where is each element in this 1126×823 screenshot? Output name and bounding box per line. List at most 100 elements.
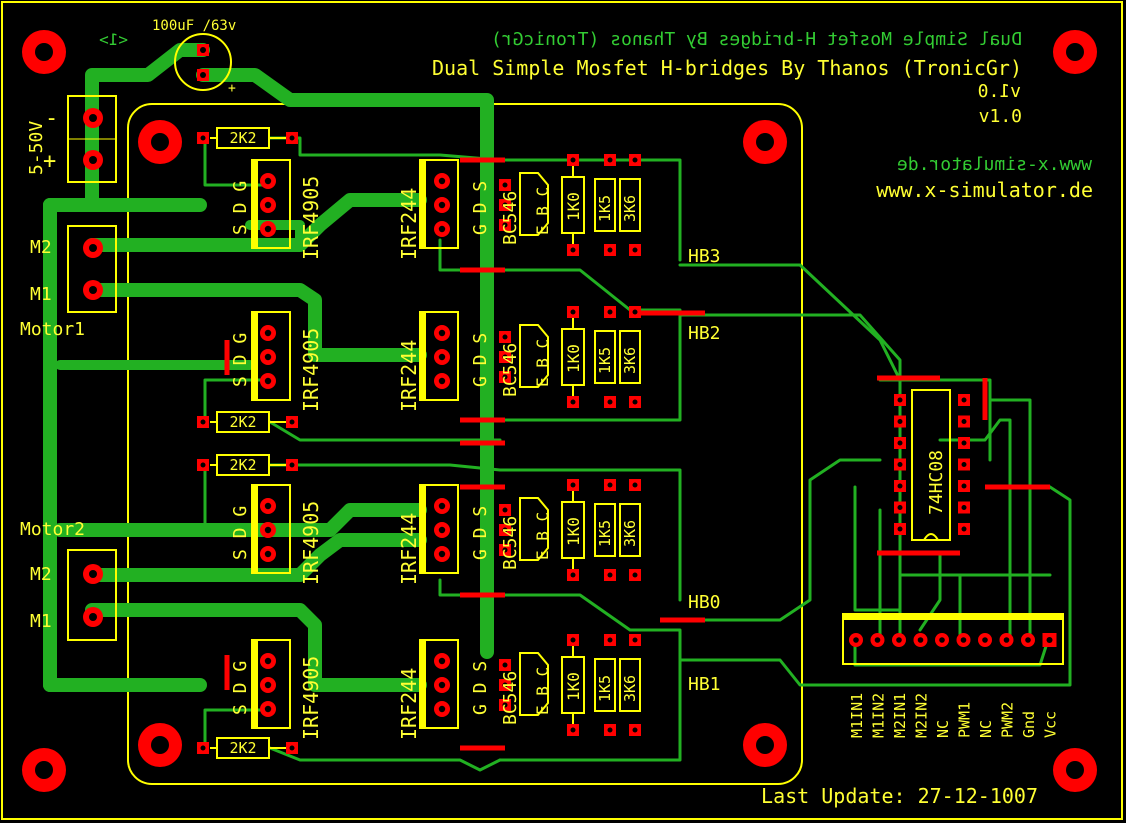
nmos-part-label: IRF244 — [397, 513, 421, 585]
pmos-part-label: IRF4905 — [299, 328, 323, 412]
bc546-label: BC546 — [500, 516, 521, 570]
resistor-3k6: 3K6 — [619, 154, 641, 256]
bc546-1: BC546 E B C — [499, 324, 552, 397]
header-pin-label: M1IN1 — [848, 693, 866, 738]
resistor-1k5-label: 1K5 — [596, 520, 614, 547]
bc546-pins-label: E B C — [533, 512, 552, 560]
bc546-3: BC546 E B C — [499, 652, 552, 725]
resistor-1k0: 1K0 — [561, 154, 585, 256]
capacitor-label: 100uF /63v — [152, 18, 236, 34]
header-pin-label: NC — [934, 720, 952, 738]
io-header — [842, 613, 1064, 665]
resistor-1k0-label: 1K0 — [564, 192, 583, 221]
mirrored-website: www.x-simulator.de — [897, 154, 1092, 175]
motor1-label: Motor1 — [20, 319, 85, 340]
pmos-part-label: IRF4905 — [299, 176, 323, 260]
pmos-pins-label: S D G — [230, 333, 251, 387]
bc546-pins-label: E B C — [533, 667, 552, 715]
header-pin-label: PWM1 — [956, 702, 974, 738]
nmos-pins-label: G D S — [470, 661, 491, 715]
resistor-2k2-0: 2K2 — [197, 127, 298, 149]
motor2-connector — [67, 549, 117, 641]
ic-label: 74HC08 — [926, 450, 947, 515]
nmos-pins-label: G D S — [470, 181, 491, 235]
resistor-2k2-label: 2K2 — [229, 739, 256, 757]
bc546-label: BC546 — [500, 671, 521, 725]
resistor-1k5-label: 1K5 — [596, 195, 614, 222]
power-input-label: 5-50V — [26, 121, 47, 175]
resistor-1k0: 1K0 — [561, 634, 585, 736]
resistor-1k0: 1K0 — [561, 479, 585, 581]
pmos-pins-label: S D G — [230, 661, 251, 715]
board-version: v1.0 — [979, 106, 1022, 127]
bc546-label: BC546 — [500, 343, 521, 397]
nmos-part-label: IRF244 — [397, 340, 421, 412]
last-update: Last Update: 27-12-1007 — [761, 784, 1038, 808]
mirrored-version: v1.0 — [978, 81, 1021, 102]
resistor-1k0-label: 1K0 — [564, 344, 583, 373]
pmos-2: S D G IRF4905 — [230, 484, 323, 585]
pmos-pins-label: S D G — [230, 506, 251, 560]
pmos-part-label: IRF4905 — [299, 501, 323, 585]
bc546-label: BC546 — [500, 191, 521, 245]
resistor-3k6-label: 3K6 — [621, 347, 639, 374]
resistor-2k2-3: 2K2 — [197, 737, 298, 759]
resistor-1k0-label: 1K0 — [564, 517, 583, 546]
nmos-pins-label: G D S — [470, 333, 491, 387]
resistor-3k6: 3K6 — [619, 306, 641, 408]
header-pin-label: Gnd — [1020, 711, 1038, 738]
motor1-m1-label: M1 — [30, 284, 52, 305]
pmos-pins-label: S D G — [230, 181, 251, 235]
hb2-label: HB2 — [688, 323, 721, 344]
motor1-m2-label: M2 — [30, 237, 52, 258]
nmos-part-label: IRF244 — [397, 668, 421, 740]
jumper-links — [224, 157, 1050, 751]
motor1-connector — [67, 225, 117, 313]
resistors: 2K2 2K2 2K2 2K2 — [197, 127, 298, 759]
resistor-1k5: 1K5 — [594, 479, 616, 581]
motor2-m2-label: M2 — [30, 564, 52, 585]
nmos-3: IRF244 G D S — [397, 639, 491, 740]
board-title: Dual Simple Mosfet H-bridges By Thanos (… — [432, 56, 1022, 80]
resistor-2k2-1: 2K2 — [197, 411, 298, 433]
resistor-3k6-label: 3K6 — [621, 520, 639, 547]
power-minus: - — [45, 106, 58, 131]
mounting-holes — [22, 30, 1097, 792]
pmos-1: S D G IRF4905 — [230, 311, 323, 412]
header-pin-label: Vcc — [1042, 711, 1060, 738]
hb0-label: HB0 — [688, 592, 721, 613]
resistor-2k2-2: 2K2 — [197, 454, 298, 476]
resistor-1k5-label: 1K5 — [596, 675, 614, 702]
power-plus: + — [43, 149, 56, 174]
svg-text:+: + — [228, 81, 236, 96]
resistor-3k6: 3K6 — [619, 634, 641, 736]
mirrored-title: Dual Simple Mosfet H-bridges By Thanos (… — [491, 29, 1022, 50]
resistor-1k5: 1K5 — [594, 154, 616, 256]
resistor-3k6: 3K6 — [619, 479, 641, 581]
header-pin-label: NC — [977, 720, 995, 738]
header-pin-label: PWM2 — [999, 702, 1017, 738]
resistor-3k6-label: 3K6 — [621, 195, 639, 222]
resistor-1k5: 1K5 — [594, 306, 616, 408]
hb3-label: HB3 — [688, 246, 721, 267]
resistor-1k5: 1K5 — [594, 634, 616, 736]
capacitor-c1: + — [174, 33, 236, 96]
resistor-1k0-label: 1K0 — [564, 672, 583, 701]
resistor-2k2-label: 2K2 — [229, 413, 256, 431]
resistor-2k2-label: 2K2 — [229, 129, 256, 147]
motor2-m1-label: M1 — [30, 611, 52, 632]
ic-74hc08 — [894, 389, 970, 541]
page-marker: <1> — [99, 30, 128, 49]
header-pin-label: M2IN1 — [891, 693, 909, 738]
bc546-pins-label: E B C — [533, 339, 552, 387]
resistor-2k2-label: 2K2 — [229, 456, 256, 474]
nmos-1: IRF244 G D S — [397, 311, 491, 412]
resistor-1k0: 1K0 — [561, 306, 585, 408]
